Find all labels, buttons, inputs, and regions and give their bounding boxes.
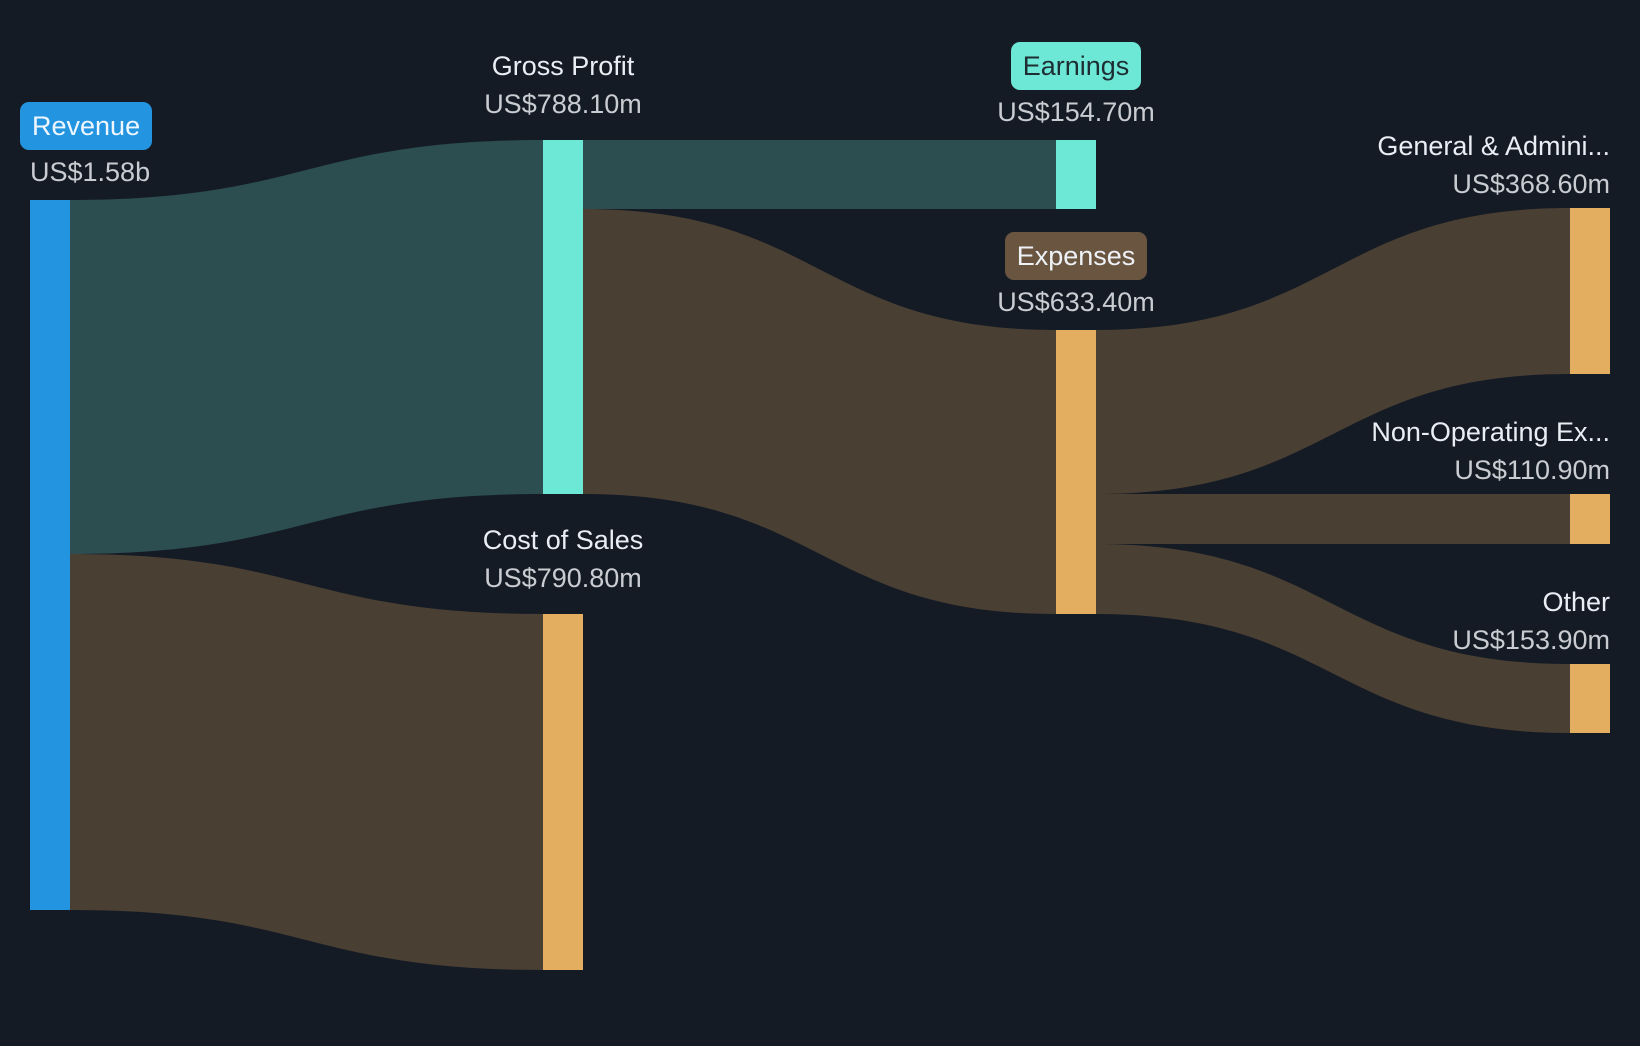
node-general-admin[interactable] (1570, 208, 1610, 374)
node-revenue[interactable] (30, 200, 70, 910)
label-cost-of-sales: Cost of Sales US$790.80m (463, 522, 663, 596)
link-expenses-other[interactable] (1096, 544, 1570, 733)
non-operating-value: US$110.90m (1454, 455, 1610, 485)
node-earnings[interactable] (1056, 140, 1096, 209)
earnings-pill: Earnings (1010, 42, 1142, 90)
expenses-pill: Expenses (1004, 232, 1148, 280)
link-gross-profit-earnings[interactable] (583, 140, 1056, 209)
earnings-value: US$154.70m (997, 97, 1155, 127)
label-other: Other US$153.90m (1452, 584, 1610, 658)
other-name: Other (1542, 587, 1610, 617)
link-expenses-general-admin[interactable] (1096, 208, 1570, 494)
link-expenses-non-operating[interactable] (1096, 494, 1570, 544)
label-expenses: Expenses US$633.40m (976, 232, 1176, 320)
other-value: US$153.90m (1452, 625, 1610, 655)
link-revenue-cost-of-sales[interactable] (70, 554, 543, 970)
label-gross-profit: Gross Profit US$788.10m (463, 48, 663, 122)
expenses-value: US$633.40m (997, 287, 1155, 317)
label-non-operating: Non-Operating Ex... US$110.90m (1371, 414, 1610, 488)
non-operating-name: Non-Operating Ex... (1371, 417, 1610, 447)
node-non-operating[interactable] (1570, 494, 1610, 544)
gross-profit-value: US$788.10m (484, 89, 642, 119)
label-revenue: Revenue US$1.58b (20, 102, 153, 190)
general-admin-value: US$368.60m (1452, 169, 1610, 199)
revenue-value: US$1.58b (30, 157, 151, 187)
label-earnings: Earnings US$154.70m (976, 42, 1176, 130)
general-admin-name: General & Admini... (1377, 131, 1610, 161)
node-expenses[interactable] (1056, 330, 1096, 614)
node-cost-of-sales[interactable] (543, 614, 583, 970)
node-gross-profit[interactable] (543, 140, 583, 494)
cost-of-sales-value: US$790.80m (484, 563, 642, 593)
link-gross-profit-expenses[interactable] (583, 209, 1056, 614)
link-revenue-gross-profit[interactable] (70, 140, 543, 554)
cost-of-sales-name: Cost of Sales (482, 525, 644, 555)
revenue-pill: Revenue (20, 102, 153, 150)
gross-profit-name: Gross Profit (491, 51, 635, 81)
label-general-admin: General & Admini... US$368.60m (1377, 128, 1610, 202)
node-other[interactable] (1570, 664, 1610, 733)
